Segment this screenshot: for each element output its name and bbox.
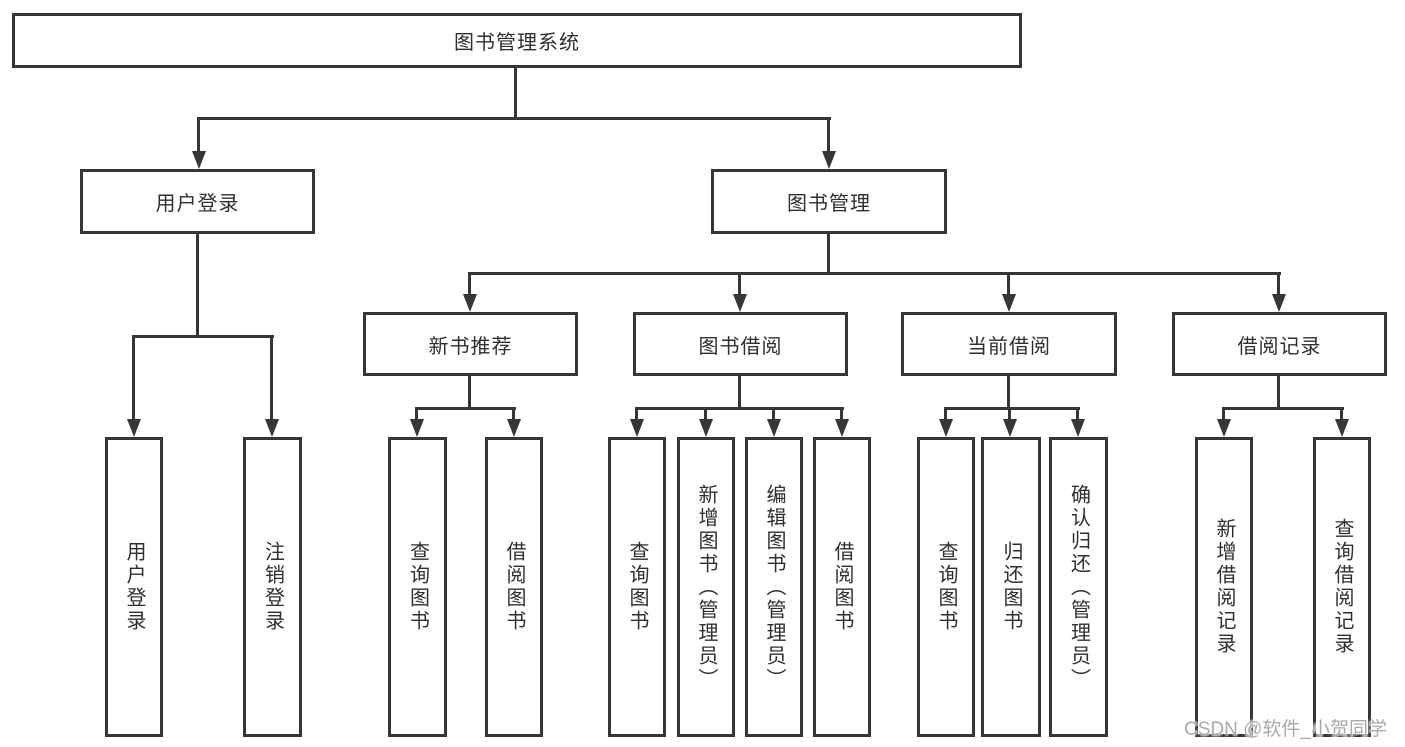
connector-line <box>827 234 830 272</box>
leaf-query-books-current: 查询图书 <box>917 437 975 737</box>
leaf-confirm-return-admin: 确认归还（管理员） <box>1049 437 1108 737</box>
node-label: 新书推荐 <box>428 335 513 358</box>
node-label: 用户登录 <box>155 193 240 215</box>
arrow-down-icon <box>733 294 747 312</box>
arrow-down-icon <box>410 419 424 437</box>
arrow-down-icon <box>265 419 279 437</box>
node-borrowing-records: 借阅记录 <box>1172 312 1387 376</box>
leaf-return-book: 归还图书 <box>981 437 1041 737</box>
connector-line <box>635 407 844 410</box>
connector-line <box>1007 272 1010 294</box>
leaf-label: 归还图书 <box>1000 541 1022 633</box>
leaf-label: 用户登录 <box>123 541 145 633</box>
arrow-down-icon <box>127 419 141 437</box>
connector-line <box>738 272 741 294</box>
arrow-down-icon <box>835 419 849 437</box>
connector-line <box>415 407 516 410</box>
arrow-down-icon <box>463 294 477 312</box>
connector-line <box>1222 407 1225 419</box>
connector-line <box>468 376 471 407</box>
connector-line <box>132 335 274 338</box>
connector-line <box>944 407 1080 410</box>
node-user-login: 用户登录 <box>80 169 315 234</box>
connector-line <box>827 117 830 151</box>
arrow-down-icon <box>1217 419 1231 437</box>
leaf-label: 确认归还（管理员） <box>1067 483 1090 691</box>
arrow-down-icon <box>939 419 953 437</box>
node-book-borrowing: 图书借阅 <box>633 312 848 376</box>
leaf-edit-book-admin: 编辑图书（管理员） <box>745 437 803 737</box>
leaf-logout: 注销登录 <box>243 437 302 737</box>
leaf-borrow-books: 借阅图书 <box>813 437 871 737</box>
connector-line <box>772 407 775 419</box>
node-label: 当前借阅 <box>967 335 1051 358</box>
leaf-label: 借阅图书 <box>503 541 525 633</box>
arrow-down-icon <box>1335 419 1349 437</box>
node-new-book-recommend: 新书推荐 <box>363 312 578 376</box>
connector-line <box>514 68 517 117</box>
leaf-label: 注销登录 <box>261 541 284 633</box>
connector-line <box>132 335 135 419</box>
connector-line <box>704 407 707 419</box>
arrow-down-icon <box>630 419 644 437</box>
connector-line <box>738 376 741 407</box>
leaf-label: 查询图书 <box>626 541 648 633</box>
connector-line <box>270 335 273 419</box>
node-label: 借阅记录 <box>1237 335 1322 358</box>
arrow-down-icon <box>192 151 206 169</box>
connector-line <box>840 407 843 419</box>
connector-line <box>1277 272 1280 294</box>
node-label: 图书管理系统 <box>454 32 580 54</box>
leaf-borrow-books-recommend: 借阅图书 <box>485 437 543 737</box>
leaf-label: 新增借阅记录 <box>1213 518 1235 656</box>
arrow-down-icon <box>699 419 713 437</box>
connector-line <box>1222 407 1344 410</box>
arrow-down-icon <box>767 419 781 437</box>
leaf-label: 借阅图书 <box>831 541 853 633</box>
node-library-management-system: 图书管理系统 <box>12 13 1022 68</box>
connector-line <box>468 272 1281 275</box>
connector-line <box>1008 407 1011 419</box>
leaf-label: 查询借阅记录 <box>1331 518 1353 656</box>
connector-line <box>197 117 200 151</box>
leaf-user-login: 用户登录 <box>105 437 163 737</box>
leaf-label: 查询图书 <box>406 541 429 633</box>
arrow-down-icon <box>507 419 521 437</box>
arrow-down-icon <box>1003 419 1017 437</box>
connector-line <box>196 234 199 335</box>
leaf-query-borrow-record: 查询借阅记录 <box>1313 437 1371 737</box>
leaf-query-books-recommend: 查询图书 <box>388 437 447 737</box>
arrow-down-icon <box>822 151 836 169</box>
connector-line <box>415 407 418 419</box>
node-label: 图书管理 <box>787 193 871 215</box>
connector-line <box>468 272 471 294</box>
leaf-add-borrow-record: 新增借阅记录 <box>1195 437 1253 737</box>
connector-line <box>944 407 947 419</box>
leaf-query-books-borrowing: 查询图书 <box>608 437 666 737</box>
connector-line <box>1277 376 1280 407</box>
node-current-borrowing: 当前借阅 <box>901 312 1117 376</box>
leaf-add-book-admin: 新增图书（管理员） <box>677 437 735 737</box>
leaf-label: 查询图书 <box>935 541 957 633</box>
connector-line <box>1340 407 1343 419</box>
connector-line <box>635 407 638 419</box>
node-book-management: 图书管理 <box>711 169 947 234</box>
arrow-down-icon <box>1272 294 1286 312</box>
leaf-label: 编辑图书（管理员） <box>763 483 785 691</box>
csdn-watermark: CSDN @软件_小贺同学 <box>1184 719 1387 740</box>
connector-line <box>1076 407 1079 419</box>
arrow-down-icon <box>1002 294 1016 312</box>
connector-line <box>512 407 515 419</box>
leaf-label: 新增图书（管理员） <box>695 483 717 691</box>
node-label: 图书借阅 <box>698 335 783 358</box>
arrow-down-icon <box>1071 419 1085 437</box>
connector-line <box>1007 376 1010 407</box>
connector-line <box>197 117 831 120</box>
